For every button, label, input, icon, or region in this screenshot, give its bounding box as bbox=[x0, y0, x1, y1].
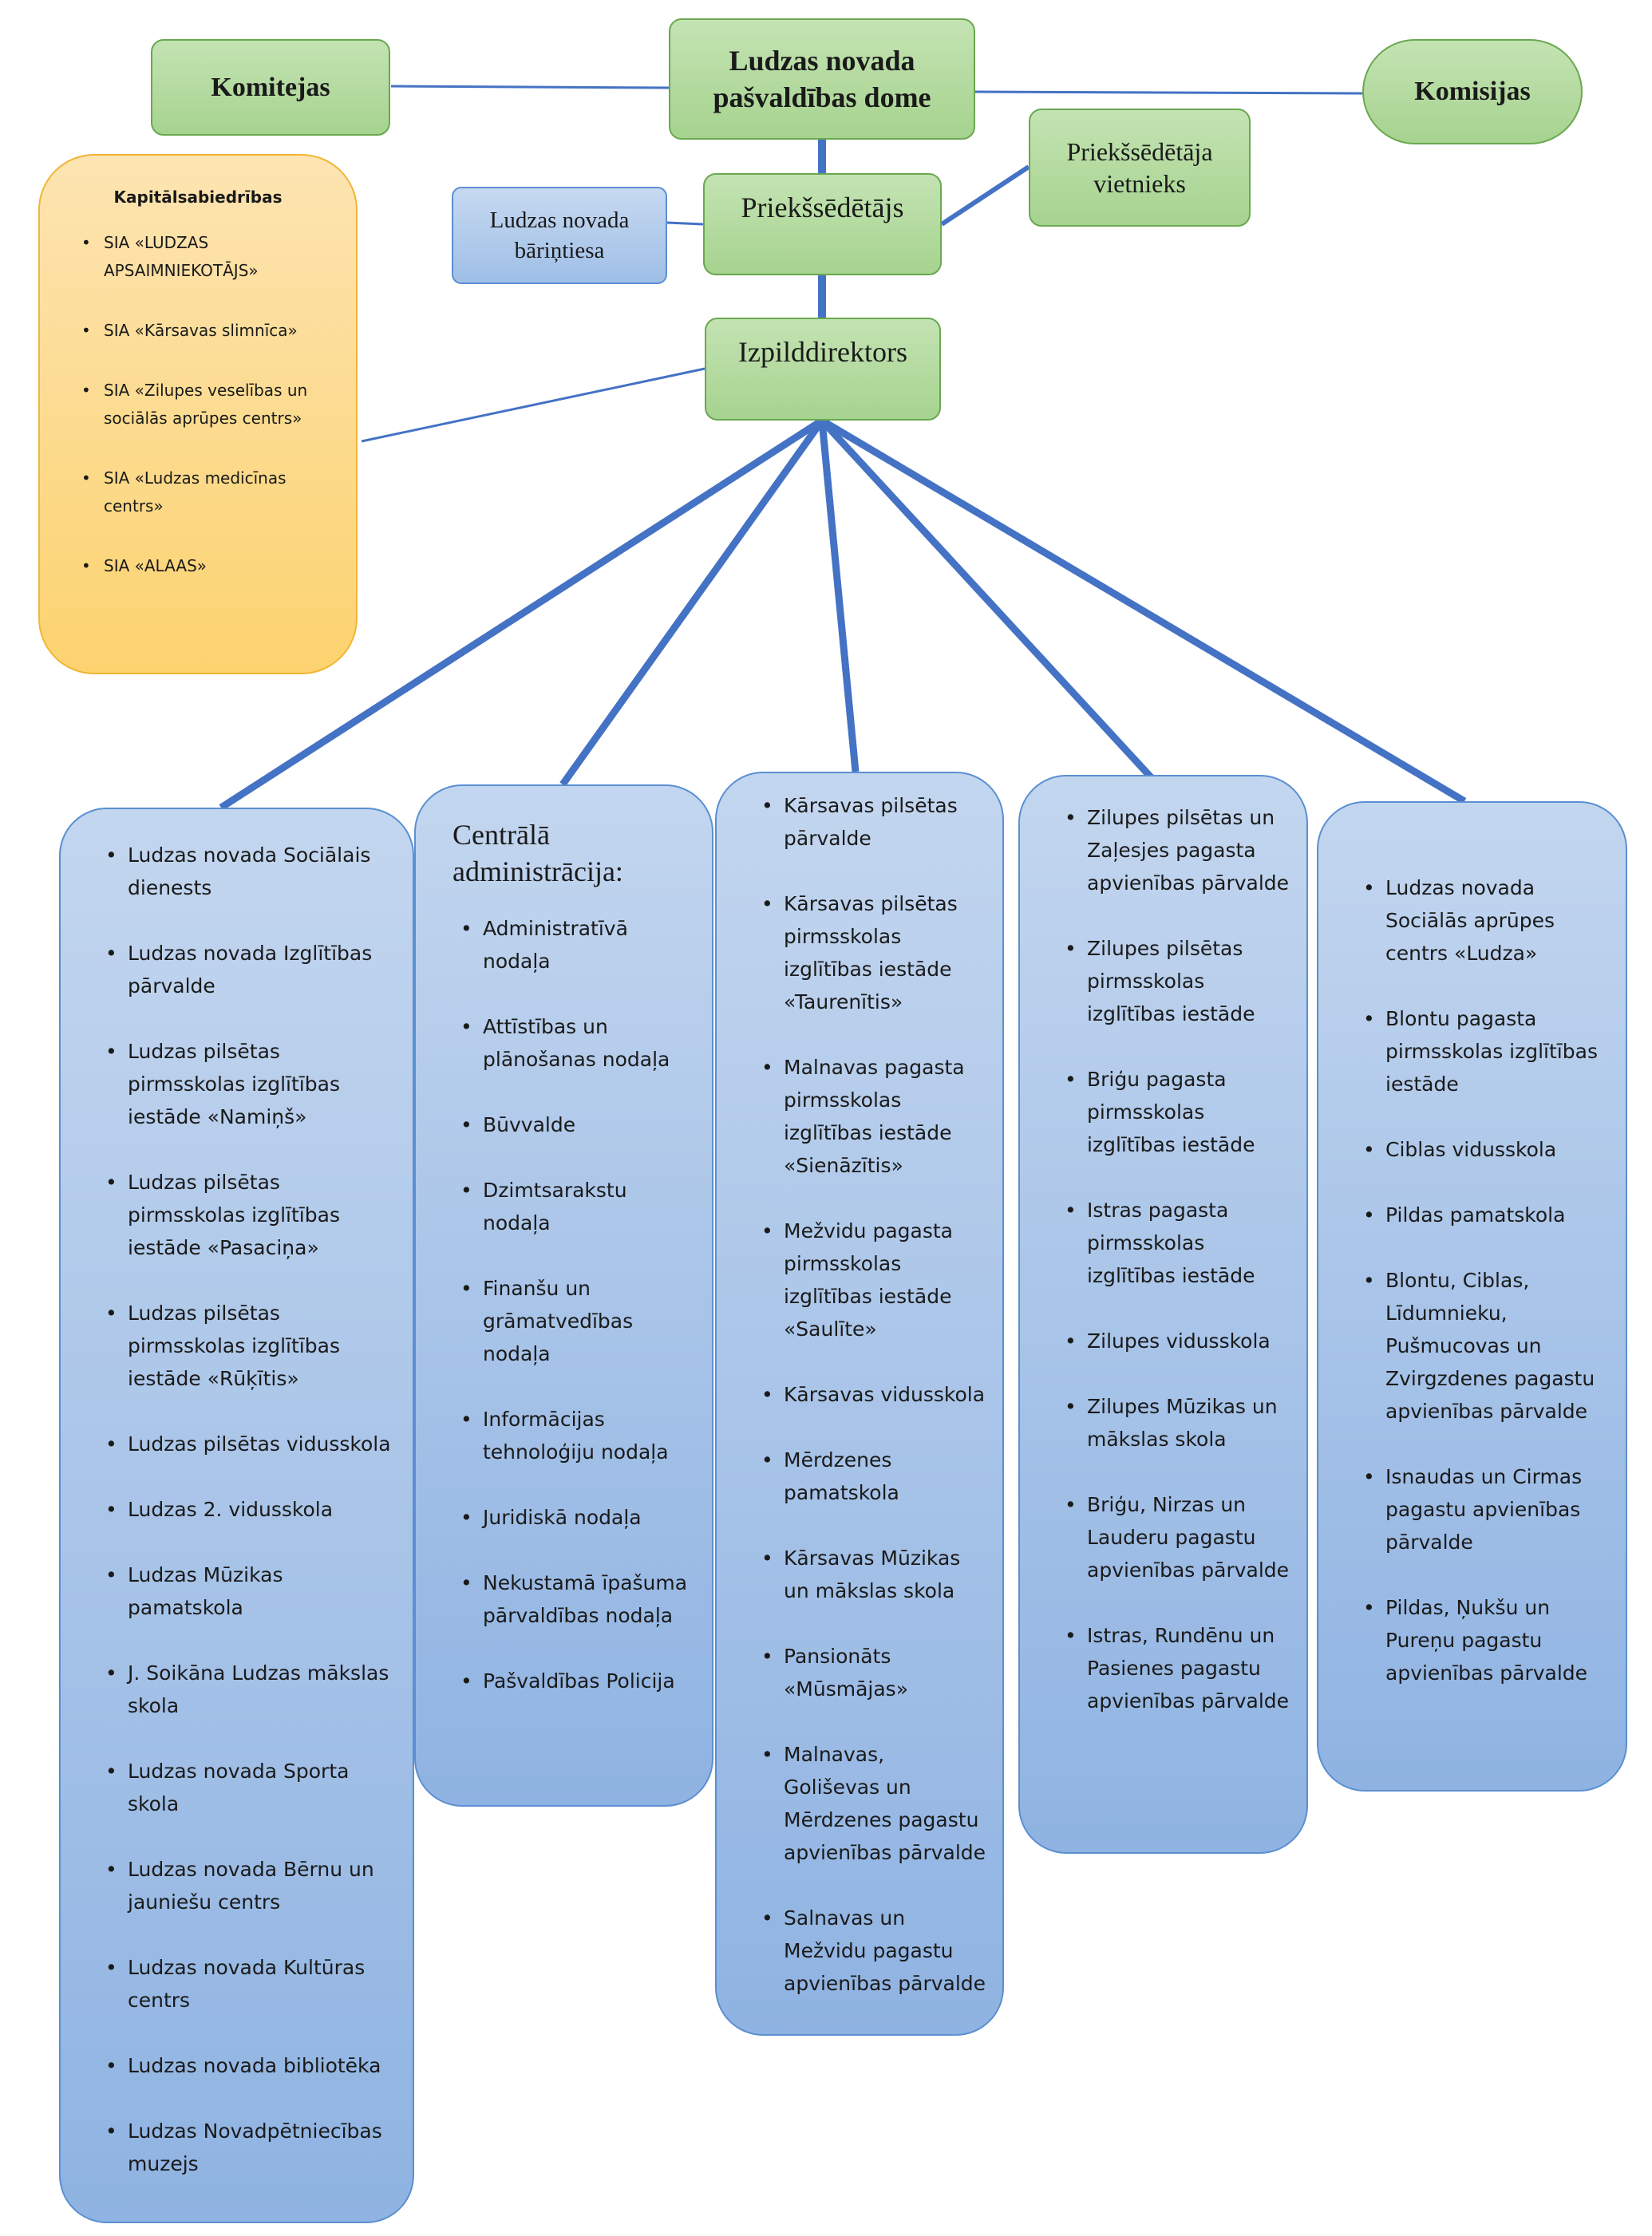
barintiesa-label: Ludzas novada bāriņtiesa bbox=[489, 207, 630, 263]
kapitalsabiedriba-item: SIA «Ludzas medicīnas centrs» bbox=[81, 464, 356, 520]
list-item: Zilupes pilsētas un Zaļesjes pagasta apv… bbox=[1065, 801, 1290, 899]
list-item: Kārsavas pilsētas pārvalde bbox=[761, 789, 986, 855]
list-item: Ludzas novada Sociālais dienests bbox=[105, 839, 397, 904]
list-item: Informācijas tehnoloģiju nodaļa bbox=[460, 1403, 696, 1468]
list-item: Mežvidu pagasta pirmsskolas izglītības i… bbox=[761, 1215, 986, 1345]
column-5-list: Ludzas novada Sociālās aprūpes centrs «L… bbox=[1318, 871, 1610, 1689]
list-item: Ludzas novada bibliotēka bbox=[105, 2049, 397, 2082]
list-item: Ludzas novada Sociālās aprūpes centrs «L… bbox=[1363, 871, 1610, 970]
list-item: Malnavas, Goliševas un Mērdzenes pagastu… bbox=[761, 1738, 986, 1869]
kapitalsabiedriba-item: SIA «LUDZAS APSAIMNIEKOTĀJS» bbox=[81, 229, 356, 285]
list-item: J. Soikāna Ludzas mākslas skola bbox=[105, 1657, 397, 1722]
list-item: Dzimtsarakstu nodaļa bbox=[460, 1174, 696, 1239]
list-item: Ludzas 2. vidusskola bbox=[105, 1493, 397, 1526]
list-item: Istras, Rundēnu un Pasienes pagastu apvi… bbox=[1065, 1619, 1290, 1717]
list-item: Ludzas pilsētas pirmsskolas izglītības i… bbox=[105, 1166, 397, 1264]
izpilddirektors-label: Izpilddirektors bbox=[738, 336, 907, 368]
column-4-list: Zilupes pilsētas un Zaļesjes pagasta apv… bbox=[1020, 801, 1290, 1717]
connector-priekssedetajs-vietnieks bbox=[940, 164, 1030, 227]
list-item: Attīstības un plānošanas nodaļa bbox=[460, 1010, 696, 1076]
connector-izpilddirektors-kapitalsabiedribas bbox=[361, 367, 705, 443]
list-item: Būvvalde bbox=[460, 1108, 696, 1141]
connector-to-column-3 bbox=[818, 420, 860, 772]
list-item: Pansionāts «Mūsmājas» bbox=[761, 1640, 986, 1705]
list-item: Ciblas vidusskola bbox=[1363, 1133, 1610, 1166]
list-item: Blontu pagasta pirmsskolas izglītības ie… bbox=[1363, 1002, 1610, 1100]
komitejas-box: Komitejas bbox=[151, 39, 390, 136]
izpilddirektors-box: Izpilddirektors bbox=[705, 318, 941, 421]
column-2-list: Administratīvā nodaļaAttīstības un plāno… bbox=[416, 912, 696, 1697]
central-administration-heading: Centrālā administrācija: bbox=[453, 819, 623, 887]
connector-to-column-4 bbox=[819, 417, 1156, 783]
list-item: Ludzas novada Kultūras centrs bbox=[105, 1951, 397, 2017]
connector-priekssedetajs-barintiesa bbox=[666, 221, 704, 226]
list-item: Pildas pamatskola bbox=[1363, 1199, 1610, 1231]
list-item: Ludzas pilsētas vidusskola bbox=[105, 1428, 397, 1460]
list-item: Ludzas pilsētas pirmsskolas izglītības i… bbox=[105, 1035, 397, 1133]
list-item: Juridiskā nodaļa bbox=[460, 1501, 696, 1534]
column-3: Kārsavas pilsētas pārvaldeKārsavas pilsē… bbox=[715, 772, 1004, 2036]
list-item: Nekustamā īpašuma pārvaldības nodaļa bbox=[460, 1566, 696, 1632]
connector-dome-komisijas bbox=[974, 90, 1363, 95]
list-item: Pildas, Ņukšu un Pureņu pagastu apvienīb… bbox=[1363, 1591, 1610, 1689]
list-item: Ludzas novada Izglītības pārvalde bbox=[105, 937, 397, 1002]
column-1-list: Ludzas novada Sociālais dienestsLudzas n… bbox=[61, 839, 397, 2180]
kapitalsabiedribas-title: Kapitālsabiedrības bbox=[113, 188, 283, 207]
column-3-list: Kārsavas pilsētas pārvaldeKārsavas pilsē… bbox=[717, 789, 986, 2000]
connector-dome-komitejas bbox=[390, 85, 670, 89]
list-item: Administratīvā nodaļa bbox=[460, 912, 696, 978]
kapitalsabiedriba-item: SIA «Zilupes veselības un sociālās aprūp… bbox=[81, 377, 356, 433]
connector-to-column-2 bbox=[559, 418, 825, 787]
list-item: Pašvaldības Policija bbox=[460, 1665, 696, 1697]
list-item: Kārsavas vidusskola bbox=[761, 1378, 986, 1411]
priekssedetajs-box: Priekšsēdētājs bbox=[703, 173, 942, 275]
list-item: Ludzas Novadpētniecības muzejs bbox=[105, 2115, 397, 2180]
list-item: Ludzas Mūzikas pamatskola bbox=[105, 1558, 397, 1624]
list-item: Finanšu un grāmatvedības nodaļa bbox=[460, 1272, 696, 1370]
dome-label: Ludzas novada pašvaldības dome bbox=[713, 45, 931, 113]
list-item: Ludzas novada Bērnu un jauniešu centrs bbox=[105, 1853, 397, 1918]
dome-box: Ludzas novada pašvaldības dome bbox=[669, 18, 975, 140]
list-item: Ludzas pilsētas pirmsskolas izglītības i… bbox=[105, 1297, 397, 1395]
connector-to-column-5 bbox=[820, 417, 1467, 804]
list-item: Zilupes vidusskola bbox=[1065, 1325, 1290, 1357]
list-item: Zilupes pilsētas pirmsskolas izglītības … bbox=[1065, 932, 1290, 1030]
column-5: Ludzas novada Sociālās aprūpes centrs «L… bbox=[1317, 801, 1627, 1792]
column-1: Ludzas novada Sociālais dienestsLudzas n… bbox=[59, 808, 414, 2223]
priekssedetajs-label: Priekšsēdētājs bbox=[741, 192, 904, 223]
barintiesa-box: Ludzas novada bāriņtiesa bbox=[452, 187, 667, 284]
vietnieks-label: Priekšsēdētāja vietnieks bbox=[1066, 137, 1213, 198]
kapitalsabiedribas-box: Kapitālsabiedrības SIA «LUDZAS APSAIMNIE… bbox=[38, 154, 358, 674]
list-item: Isnaudas un Cirmas pagastu apvienības pā… bbox=[1363, 1460, 1610, 1558]
connector-to-column-1 bbox=[219, 417, 824, 811]
list-item: Kārsavas Mūzikas un mākslas skola bbox=[761, 1542, 986, 1607]
vietnieks-box: Priekšsēdētāja vietnieks bbox=[1029, 109, 1251, 227]
kapitalsabiedribas-list: SIA «LUDZAS APSAIMNIEKOTĀJS» SIA «Kārsava… bbox=[40, 229, 356, 580]
list-item: Salnavas un Mežvidu pagastu apvienības p… bbox=[761, 1902, 986, 2000]
list-item: Briģu pagasta pirmsskolas izglītības ies… bbox=[1065, 1063, 1290, 1161]
komisijas-box: Komisijas bbox=[1362, 39, 1583, 144]
kapitalsabiedriba-item: SIA «ALAAS» bbox=[81, 552, 356, 580]
kapitalsabiedriba-item: SIA «Kārsavas slimnīca» bbox=[81, 317, 356, 345]
list-item: Ludzas novada Sporta skola bbox=[105, 1755, 397, 1820]
column-2-central-administration: Centrālā administrācija: Administratīvā … bbox=[414, 784, 713, 1807]
list-item: Blontu, Ciblas, Līdumnieku, Pušmucovas u… bbox=[1363, 1264, 1610, 1428]
komisijas-label: Komisijas bbox=[1414, 77, 1531, 106]
column-4: Zilupes pilsētas un Zaļesjes pagasta apv… bbox=[1018, 775, 1308, 1854]
list-item: Mērdzenes pamatskola bbox=[761, 1444, 986, 1509]
list-item: Kārsavas pilsētas pirmsskolas izglītības… bbox=[761, 887, 986, 1018]
list-item: Briģu, Nirzas un Lauderu pagastu apvienī… bbox=[1065, 1488, 1290, 1586]
list-item: Zilupes Mūzikas un mākslas skola bbox=[1065, 1390, 1290, 1456]
komitejas-label: Komitejas bbox=[211, 72, 330, 102]
list-item: Malnavas pagasta pirmsskolas izglītības … bbox=[761, 1051, 986, 1182]
list-item: Istras pagasta pirmsskolas izglītības ie… bbox=[1065, 1194, 1290, 1292]
